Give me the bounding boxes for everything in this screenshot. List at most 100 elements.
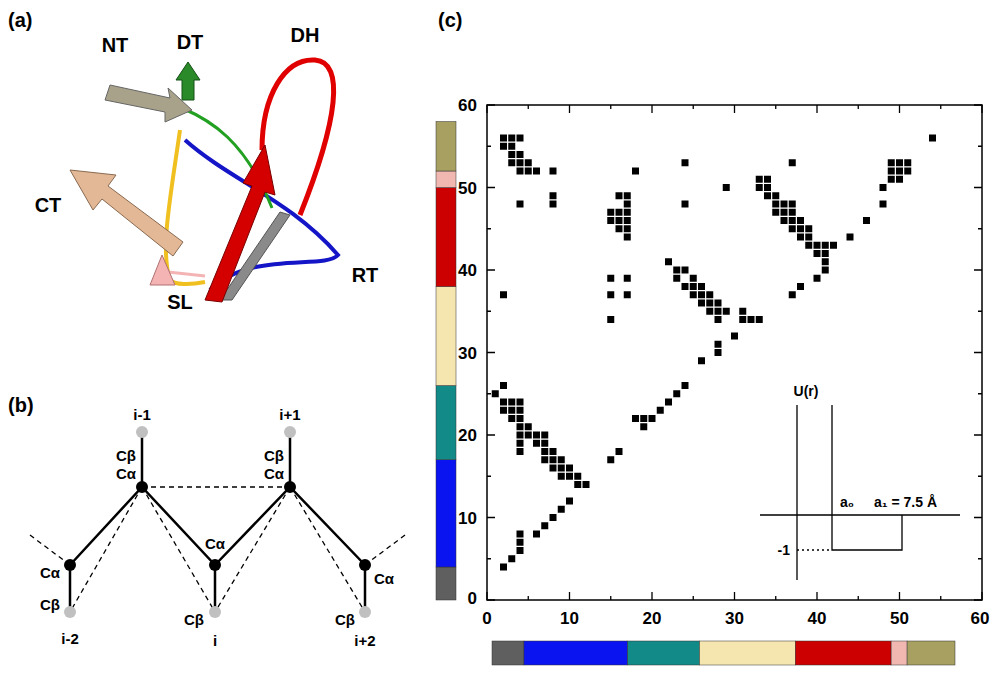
contact-point [616, 225, 623, 232]
contact-point [822, 242, 829, 249]
chain-model [30, 426, 405, 618]
residue-index: i-2 [61, 631, 79, 646]
contact-point [822, 267, 829, 274]
region-name: RT [352, 265, 379, 285]
contact-point [500, 135, 507, 142]
contact-point [624, 291, 631, 298]
contact-point [739, 316, 746, 323]
contact-point [525, 159, 532, 166]
contact-point [772, 209, 779, 216]
contact-point [698, 291, 705, 298]
tick-label: 40 [458, 262, 477, 279]
contact-point [880, 184, 887, 191]
horizontal-color-bar [524, 641, 628, 665]
contact-point [616, 217, 623, 224]
contact-point [624, 217, 631, 224]
atom-label: Cα [264, 466, 284, 481]
contact-point [533, 440, 540, 447]
contact-point [715, 316, 722, 323]
contact-point [541, 432, 548, 439]
contact-point [541, 448, 548, 455]
contact-point [657, 407, 664, 414]
contact-point [550, 201, 557, 208]
tick-label: 0 [468, 590, 477, 607]
contact-point [706, 308, 713, 315]
contact-point [525, 432, 532, 439]
contact-point [690, 283, 697, 290]
contact-map [487, 105, 982, 600]
contact-point [789, 291, 796, 298]
contact-point [896, 159, 903, 166]
contact-point [632, 415, 639, 422]
contact-point [607, 209, 614, 216]
tick-mark [487, 105, 982, 600]
contact-point [673, 390, 680, 397]
residue-index: i-1 [133, 407, 151, 422]
vertical-color-bar [436, 460, 456, 567]
contact-point [706, 300, 713, 307]
contact-point [814, 250, 821, 257]
contact-point [566, 498, 573, 505]
contact-point [764, 192, 771, 199]
contact-point [517, 423, 524, 430]
contact-point [607, 456, 614, 463]
tick-mark [487, 105, 982, 600]
contact-point [517, 415, 524, 422]
tick-mark [487, 105, 982, 600]
contact-point [797, 283, 804, 290]
horizontal-color-bar [628, 641, 700, 665]
horizontal-color-bar [795, 641, 891, 665]
contact-point [558, 465, 565, 472]
residue-index: i+1 [279, 407, 300, 422]
axis-label: a₀ [840, 495, 854, 509]
tick-label: 20 [643, 610, 662, 627]
vertical-color-bar [436, 188, 456, 287]
contact-point [517, 399, 524, 406]
contact-point [574, 481, 581, 488]
contact-point [508, 415, 515, 422]
contact-point [517, 151, 524, 158]
contact-point [888, 168, 895, 175]
contact-point [508, 555, 515, 562]
tick-mark [487, 105, 982, 600]
contact-point [517, 432, 524, 439]
tick-label: 20 [458, 427, 477, 444]
contact-point [517, 159, 524, 166]
contact-point [624, 201, 631, 208]
atom-label: Cβ [116, 448, 136, 463]
contact-point [541, 440, 548, 447]
contact-point [624, 234, 631, 241]
contact-point [814, 275, 821, 282]
contact-point [797, 234, 804, 241]
contact-point [888, 176, 895, 183]
vertical-color-bar [436, 567, 456, 600]
tick-mark [487, 105, 982, 600]
contact-point [863, 217, 870, 224]
vertical-color-bar [436, 287, 456, 386]
contact-point [690, 291, 697, 298]
contact-point [574, 473, 581, 480]
contact-point [640, 423, 647, 430]
contact-point [739, 308, 746, 315]
contact-point [624, 209, 631, 216]
axis-label: a₁ = 7.5 Å [874, 495, 937, 509]
contact-point [731, 333, 738, 340]
contact-point [500, 291, 507, 298]
tick-mark [487, 105, 982, 600]
contact-point [607, 217, 614, 224]
contact-point [748, 316, 755, 323]
color-bars [436, 122, 955, 666]
contact-point [558, 473, 565, 480]
contact-point [929, 135, 936, 142]
tick-label: 50 [890, 610, 909, 627]
residue-index: i [213, 633, 217, 648]
contact-point [789, 217, 796, 224]
vertical-color-bar [436, 122, 456, 172]
tick-mark [487, 105, 982, 600]
contact-point [805, 234, 812, 241]
contact-point [500, 564, 507, 571]
horizontal-color-bar [492, 641, 524, 665]
contact-point [607, 275, 614, 282]
contact-point [896, 176, 903, 183]
atom-label: Cβ [264, 448, 284, 463]
